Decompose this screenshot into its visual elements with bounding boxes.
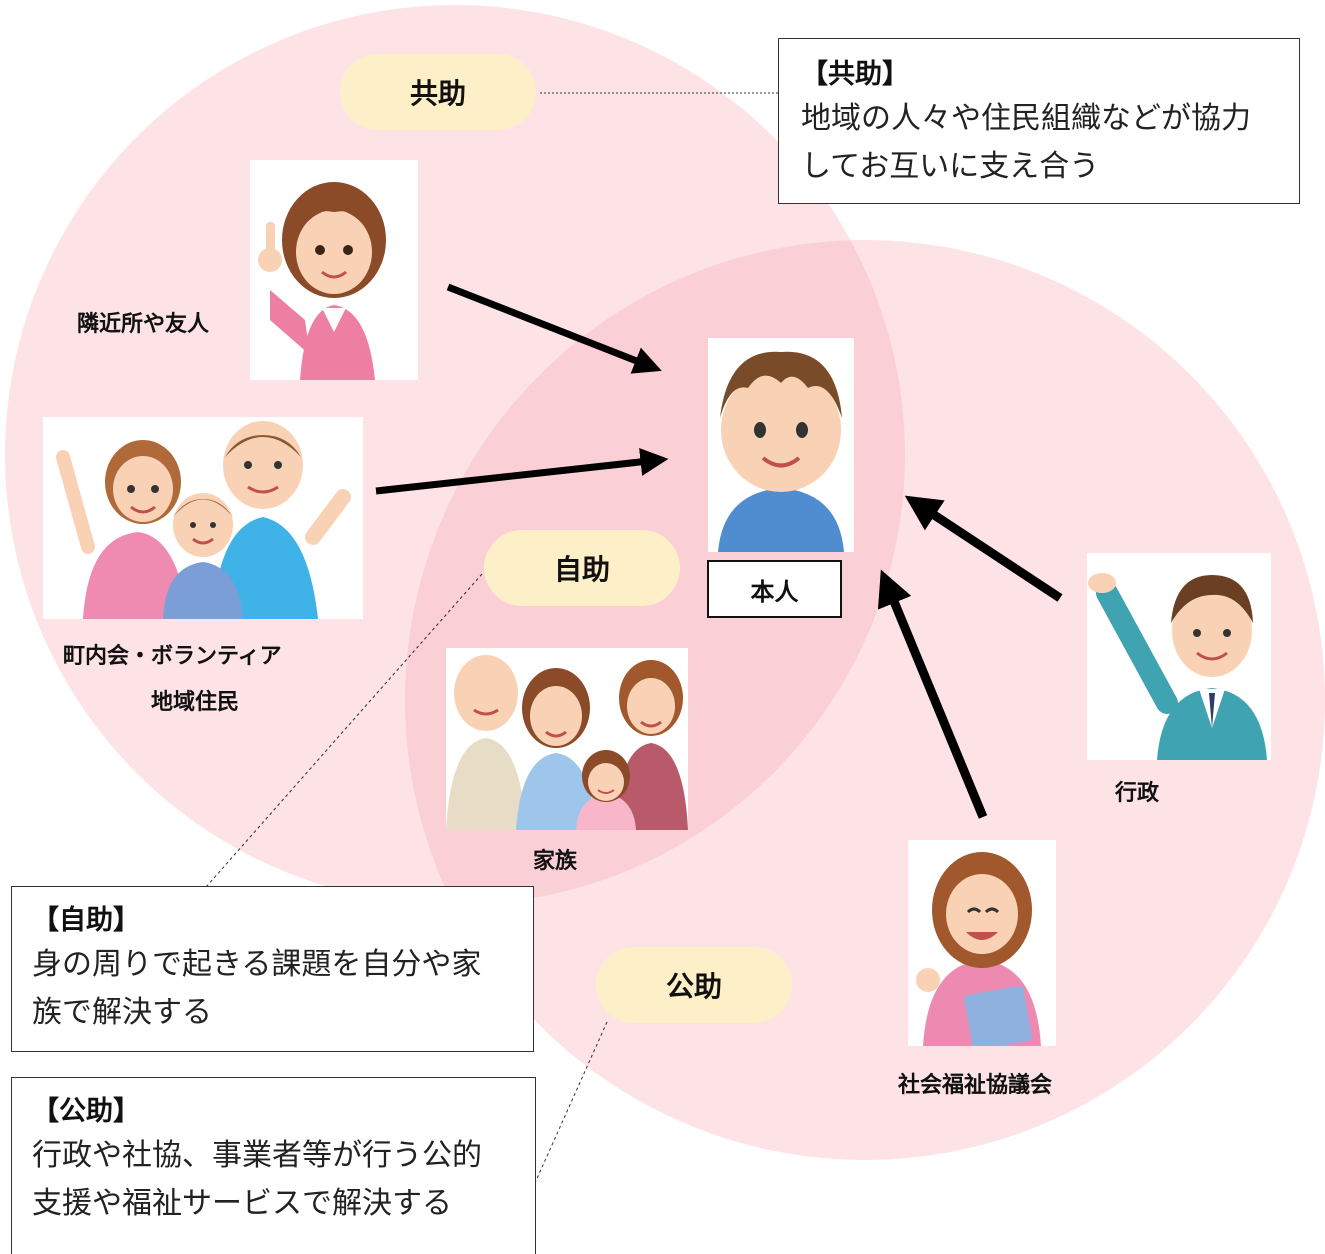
government-man-illustration [1087,553,1271,760]
family-label: 家族 [533,849,578,874]
kyojo-description-line1: 地域の人々や住民組織などが協力 [801,101,1251,136]
jijo-description-title: 【自助】 [32,905,140,936]
family-illustration [446,648,688,830]
kojo-pill-text: 公助 [665,970,722,1003]
kojo-pill: 公助 [596,947,792,1023]
person-boy-illustration [708,338,854,552]
council-woman-illustration [908,840,1056,1046]
community-label-line2: 地域住民 [151,690,240,715]
jijo-description-line1: 身の周りで起きる課題を自分や家 [32,947,482,982]
arrow-neighbor-to-person [446,283,662,374]
kyojo-pill: 共助 [340,54,536,130]
kyojo-pill-text: 共助 [409,77,466,110]
neighbor-woman-illustration [250,160,418,380]
community-group-illustration [43,417,363,619]
arrow-council-to-person [877,569,988,819]
kojo-leader-line [534,1021,608,1184]
council-label: 社会福祉協議会 [898,1073,1053,1098]
kojo-description-box: 【公助】 行政や社協、事業者等が行う公的 支援や福祉サービスで解決する [11,1077,536,1254]
person-label: 本人 [750,577,799,606]
jijo-pill-text: 自助 [553,553,610,586]
kojo-description-title: 【公助】 [32,1096,140,1127]
kyojo-description-line2: してお互いに支え合う [801,149,1100,184]
arrow-community-to-person [375,447,669,495]
jijo-description-box: 【自助】 身の周りで起きる課題を自分や家 族で解決する [11,886,534,1052]
community-label-line1: 町内会・ボランティア [63,644,282,669]
neighbors-label: 隣近所や友人 [77,312,210,337]
arrow-government-to-person [904,495,1063,602]
kojo-description-line1: 行政や社協、事業者等が行う公的 [32,1138,482,1173]
jijo-pill: 自助 [484,530,680,606]
person-label-box: 本人 [707,560,842,618]
jijo-description-line2: 族で解決する [32,995,212,1030]
government-label: 行政 [1115,781,1160,806]
kyojo-description-box: 【共助】 地域の人々や住民組織などが協力 してお互いに支え合う [778,38,1300,204]
kyojo-description-title: 【共助】 [801,59,909,90]
kojo-description-line2: 支援や福祉サービスで解決する [32,1186,452,1221]
